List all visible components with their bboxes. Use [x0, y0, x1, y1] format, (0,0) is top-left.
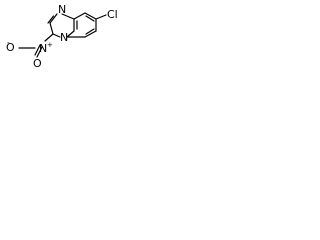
atom-n-ring-bridge: N: [60, 31, 68, 44]
chemical-structure: N N N + O O - Cl: [6, 3, 118, 70]
bond-c8a-c8: [73, 12, 86, 20]
atom-o-left-charge: -: [7, 39, 10, 47]
atom-cl: Cl: [107, 8, 118, 21]
bond-c7-cl: [95, 14, 107, 20]
bond-c8-c7: [84, 12, 97, 20]
bond-c8-c7-double: [85, 15, 95, 22]
bond-n-o-top-double: [36, 46, 43, 58]
structure-canvas: N N N + O O - Cl: [0, 0, 127, 75]
bond-n4-c8a: [66, 30, 75, 38]
bond-c3-n4: [52, 33, 61, 38]
bond-c2-c3: [49, 22, 54, 35]
atom-n-nitro-charge: +: [47, 41, 53, 49]
bond-n1-c8a: [61, 13, 75, 20]
atom-o-left: O: [6, 41, 15, 54]
bond-c6-c5: [84, 30, 97, 38]
atom-n-nitro: N: [39, 42, 47, 55]
bond-c3-no2: [44, 33, 54, 42]
bond-c6-c5-double: [85, 28, 95, 35]
atom-n-ring-top: N: [58, 3, 66, 16]
bond-n1-c2-double: [47, 15, 55, 24]
bond-lines: [18, 12, 107, 58]
atom-o-top: O: [33, 57, 42, 70]
bond-n-o-top: [34, 44, 41, 56]
bond-n1-c2: [49, 13, 58, 24]
